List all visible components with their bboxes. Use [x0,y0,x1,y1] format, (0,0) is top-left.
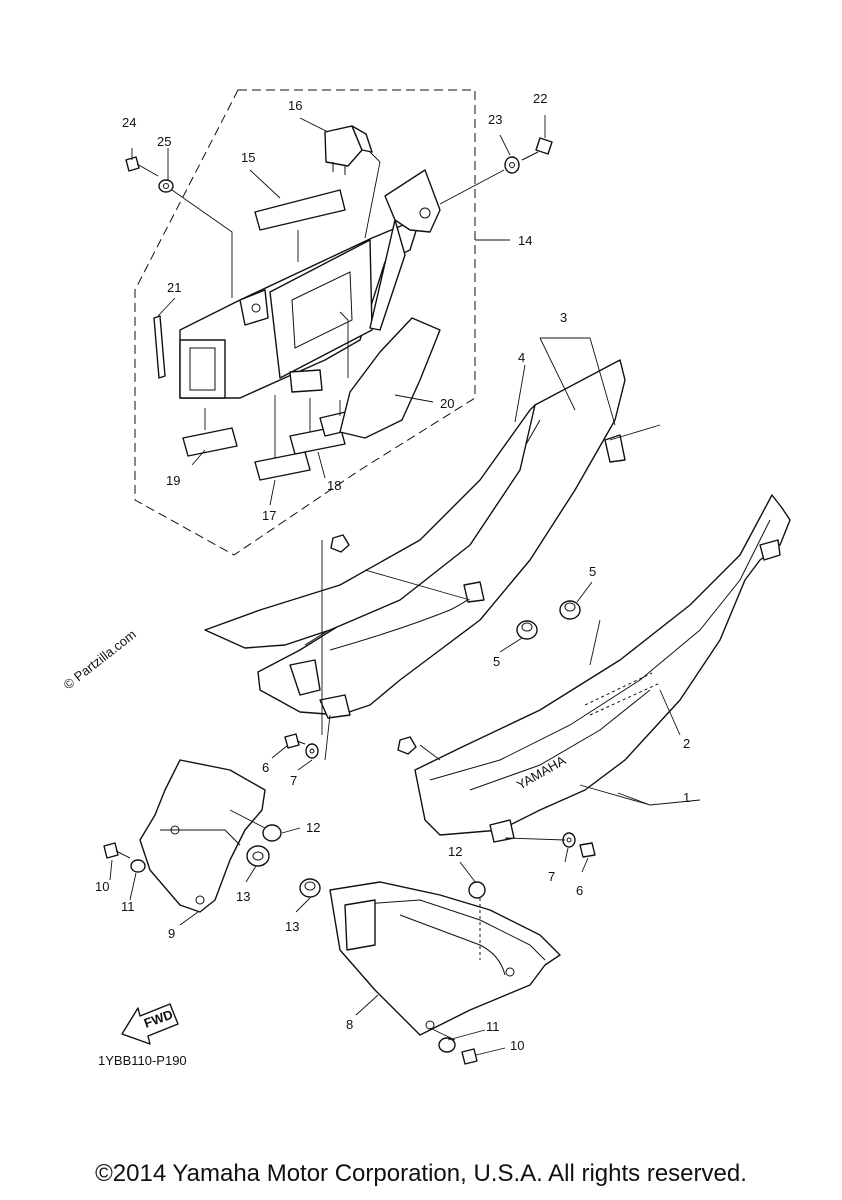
collar-25 [158,179,174,193]
strip-21 [153,315,166,379]
collar-12b [468,881,486,899]
watermark-text: © Partzilla.com [61,627,139,693]
callout-1: 1 [683,790,690,805]
callout-6b: 6 [576,883,583,898]
cover-8 [329,881,561,1036]
callout-25: 25 [157,134,171,149]
callout-3: 3 [560,310,567,325]
pad-17 [254,451,311,481]
bolt-10b [461,1048,478,1065]
fwd-arrow-icon: FWD [121,1003,179,1045]
callout-16: 16 [288,98,302,113]
screw-6b [579,842,596,858]
callout-11a: 11 [121,899,135,914]
callout-13a: 13 [236,889,250,904]
screw-6a [284,733,306,749]
callout-8: 8 [346,1017,353,1032]
leader-lines [109,115,701,1056]
callout-7a: 7 [290,773,297,788]
callout-20: 20 [440,396,454,411]
bolt-24 [125,156,159,177]
diagram-code: 1YBB110-P190 [98,1053,187,1068]
callout-5a: 5 [589,564,596,579]
callout-12a: 12 [306,820,320,835]
washer-7a [305,743,319,759]
grommet-13b [299,878,321,898]
callout-4: 4 [518,350,525,365]
cover-9 [139,759,266,913]
battery-box [179,169,441,399]
assembly-boundary [134,89,476,556]
clip [330,534,350,553]
callout-22: 22 [533,91,547,106]
callout-6a: 6 [262,760,269,775]
callout-21: 21 [167,280,181,295]
callout-7b: 7 [548,869,555,884]
callout-18: 18 [327,478,341,493]
pad-19 [182,427,238,457]
callout-labels: 24 25 16 15 23 22 14 21 3 4 20 19 18 17 … [95,91,690,1053]
collar-11a [130,859,146,873]
callout-12b: 12 [448,844,462,859]
relay-part [324,125,373,175]
collar-12a [262,824,282,842]
side-cover-1: YAMAHA [414,494,791,843]
callout-10a: 10 [95,879,109,894]
callout-9: 9 [168,926,175,941]
bolt-10a [103,842,131,859]
callout-19: 19 [166,473,180,488]
callout-24: 24 [122,115,136,130]
grommet-13a [246,845,270,867]
callout-2: 2 [683,736,690,751]
grommet-5b [559,600,581,620]
callout-17: 17 [262,508,276,523]
callout-11b: 11 [486,1019,500,1034]
callout-10b: 10 [510,1038,524,1053]
pad-15 [254,189,346,231]
cover-20 [339,317,441,439]
grommet-5a [516,620,538,640]
bolt-22 [521,137,553,161]
clip-b [397,736,417,755]
collar-11b [438,1037,456,1053]
callout-14: 14 [518,233,532,248]
washer-23 [504,156,520,174]
decal-4 [204,404,536,649]
copyright-notice: ©2014 Yamaha Motor Corporation, U.S.A. A… [95,1160,747,1187]
callout-13b: 13 [285,919,299,934]
callout-23: 23 [488,112,502,127]
callout-5b: 5 [493,654,500,669]
callout-15: 15 [241,150,255,165]
